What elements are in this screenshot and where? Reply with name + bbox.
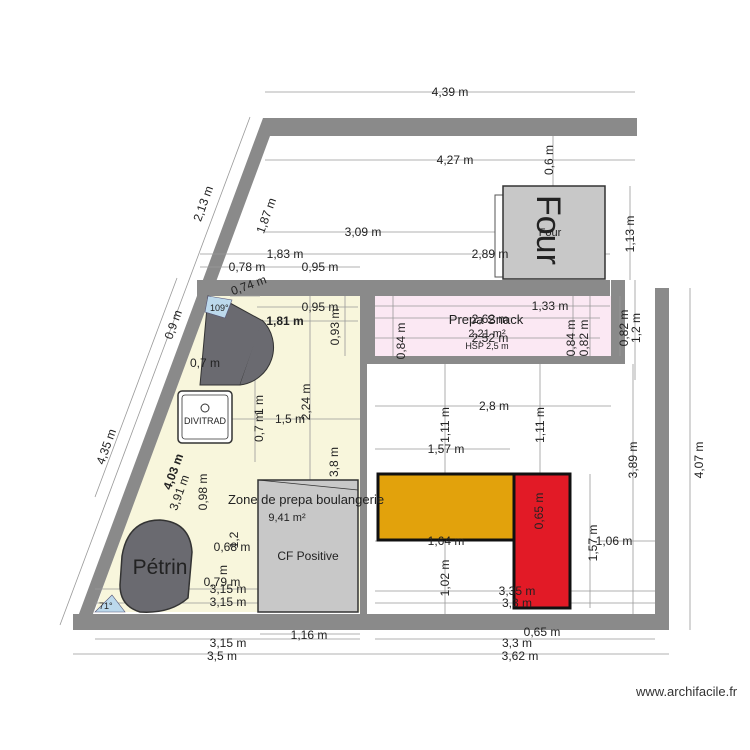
dim-1-06: 1,06 m <box>596 534 633 548</box>
cf-positive-label: CF Positive <box>277 549 339 563</box>
snack-area: 2,21 m² <box>468 328 506 340</box>
dim-0-7-b: 0,7 m <box>252 412 266 442</box>
dim-0-82-b: 0,82 m <box>617 310 631 347</box>
dim-1-33: 1,33 m <box>532 299 569 313</box>
red-worktable <box>512 472 572 610</box>
dim-0-6: 0,6 m <box>542 145 556 175</box>
boulangerie-area: 9,41 m² <box>268 512 306 524</box>
dim-3-15-c: 3,15 m <box>210 636 247 650</box>
watermark: www.archifacile.fr <box>636 684 738 699</box>
dim-0-82-a: 0,82 m <box>577 320 591 357</box>
dim-2-24: 2,24 m <box>299 384 313 421</box>
dim-1-11-a: 1,11 m <box>438 407 452 443</box>
dim-1-16: 1,16 m <box>291 628 328 642</box>
orange-worktable <box>376 472 516 542</box>
angle-109: 109° <box>210 303 229 313</box>
corner-fixture: 109° <box>199 295 275 386</box>
dim-4-07: 4,07 m <box>692 442 706 479</box>
divitrad-label: DIVITRAD <box>184 416 227 426</box>
snack-name: Prepa Snack <box>449 312 524 327</box>
dim-0-84-b: 0,84 m <box>564 320 578 357</box>
dim-2-89: 2,89 m <box>472 247 509 261</box>
dim-2-62: 2,62 m <box>472 312 509 326</box>
dim-1-87: 1,87 m <box>253 196 279 235</box>
dim-4-39: 4,39 m <box>432 85 469 99</box>
dim-3-15-a: 3,15 m <box>210 582 247 596</box>
dim-3-62: 3,62 m <box>502 649 539 663</box>
dim-3-89: 3,89 m <box>626 442 640 479</box>
walls <box>73 118 669 630</box>
dim-0-9: 0,9 m <box>162 308 185 341</box>
four-label: Four <box>529 195 567 265</box>
dim-2-52: 2,52 m <box>472 331 509 345</box>
cf-positive: CF Positive <box>257 479 359 613</box>
dim-1-2-b: 1,2 <box>227 531 241 548</box>
dim-0-95-a: 0,95 m <box>302 260 339 274</box>
dim-1-57: 1,57 m <box>428 442 465 456</box>
dim-1-m: 1 m <box>252 395 266 415</box>
dim-1-83: 1,83 m <box>267 247 304 261</box>
dim-0-98: 0,98 m <box>196 474 210 511</box>
petrin-label: Pétrin <box>133 556 188 579</box>
petrin: Pétrin 71° <box>94 519 193 613</box>
dim-0-78: 0,78 m <box>229 260 266 274</box>
dim-0-7-a: 0,7 m <box>190 356 220 370</box>
dim-4-35: 4,35 m <box>93 427 119 466</box>
dim-0-68: 0,68 m <box>214 540 251 554</box>
dim-3-3-b: 3,3 m <box>502 636 532 650</box>
dim-3-3-a: 3,3 m <box>502 596 532 610</box>
four-small-label: Four <box>539 227 562 239</box>
boulangerie-name: Zone de prepa boulangerie <box>228 492 384 507</box>
dim-1-81: 1,81 m <box>266 314 303 328</box>
dim-2-8: 2,8 m <box>479 399 509 413</box>
dim-3-15-b: 3,15 m <box>210 595 247 609</box>
dim-3-5: 3,5 m <box>207 649 237 663</box>
dim-0-65: 0,65 m <box>532 493 546 530</box>
dim-1-57-v: 1,57 m <box>586 525 600 562</box>
dim-0-79: 0,79 m <box>204 575 241 589</box>
dim-0-84-a: 0,84 m <box>394 323 408 360</box>
dim-3-09: 3,09 m <box>345 225 382 239</box>
dim-4-27: 4,27 m <box>437 153 474 167</box>
dim-3-35: 3,35 m <box>499 584 536 598</box>
dim-1-11-b: 1,11 m <box>533 407 547 443</box>
dim-m-b: m <box>216 565 230 575</box>
four-oven: Four Four <box>494 185 606 280</box>
angle-71: 71° <box>99 601 113 611</box>
dim-3-8: 3,8 m <box>327 447 341 477</box>
divitrad: DIVITRAD <box>177 390 233 444</box>
dim-0-95-b: 0,95 m <box>302 300 339 314</box>
dim-0-93: 0,93 m <box>328 309 342 346</box>
dim-0-65-b: 0,65 m <box>524 625 561 639</box>
dim-1-5: 1,5 m <box>275 412 305 426</box>
dim-1-02: 1,02 m <box>438 560 452 597</box>
dim-1-2: 1,2 m <box>629 313 643 343</box>
snack-hsp: HSP 2,5 m <box>465 341 508 351</box>
dim-1-64: 1,64 m <box>428 534 465 548</box>
dim-1-13: 1,13 m <box>623 216 637 253</box>
